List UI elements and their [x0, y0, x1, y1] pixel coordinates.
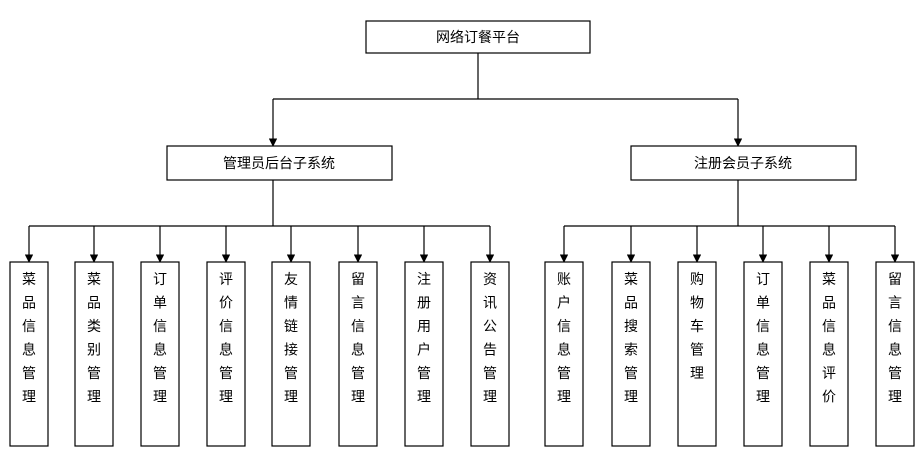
- root-label: 网络订餐平台: [436, 30, 520, 46]
- module-node: 菜品类别管理: [74, 261, 114, 447]
- module-box: [677, 261, 717, 447]
- module-box: [611, 261, 651, 447]
- module-box: [875, 261, 915, 447]
- module-node: 友情链接管理: [271, 261, 311, 447]
- module-node: 订单信息管理: [140, 261, 180, 447]
- module-box: [470, 261, 510, 447]
- connectors: [24, 53, 900, 263]
- module-box: [9, 261, 49, 447]
- module-node: 资讯公告管理: [470, 261, 510, 447]
- module-node: 订单信息管理: [743, 261, 783, 447]
- module-node: 注册用户管理: [404, 261, 444, 447]
- module-label: 资讯公告管理: [483, 272, 497, 406]
- module-box: [140, 261, 180, 447]
- module-box: [74, 261, 114, 447]
- module-label: 菜品信息评价: [822, 272, 836, 406]
- root-node: 网络订餐平台: [365, 20, 591, 54]
- module-label: 账户信息管理: [557, 272, 571, 406]
- modules: 菜品信息管理 菜品类别管理 订单信息管理 评价信息管理 友情链接管理 留言信息管理 注册用户…: [9, 261, 915, 447]
- module-box: [271, 261, 311, 447]
- module-label: 菜品信息管理: [22, 272, 36, 406]
- module-label: 菜品类别管理: [87, 272, 101, 406]
- module-node: 留言信息管理: [875, 261, 915, 447]
- module-node: 菜品信息管理: [9, 261, 49, 447]
- module-label: 留言信息管理: [351, 272, 365, 406]
- module-label: 友情链接管理: [284, 272, 298, 406]
- module-label: 菜品搜索管理: [624, 272, 638, 406]
- module-node: 购物车管理: [677, 261, 717, 447]
- subsystem-member: 注册会员子系统: [630, 145, 857, 181]
- module-label: 订单信息管理: [756, 272, 770, 406]
- module-box: [206, 261, 246, 447]
- module-node: 账户信息管理: [544, 261, 584, 447]
- module-node: 留言信息管理: [338, 261, 378, 447]
- module-label: 购物车管理: [690, 272, 704, 382]
- module-box: [404, 261, 444, 447]
- module-label: 订单信息管理: [153, 272, 167, 406]
- module-node: 菜品信息评价: [809, 261, 849, 447]
- module-label: 注册用户管理: [417, 272, 431, 406]
- subsystem-admin: 管理员后台子系统: [166, 145, 393, 181]
- module-box: [809, 261, 849, 447]
- module-node: 菜品搜索管理: [611, 261, 651, 447]
- module-box: [338, 261, 378, 447]
- module-box: [544, 261, 584, 447]
- module-node: 评价信息管理: [206, 261, 246, 447]
- module-label: 留言信息管理: [888, 272, 902, 406]
- subsystem-admin-label: 管理员后台子系统: [223, 156, 335, 172]
- subsystem-member-label: 注册会员子系统: [694, 156, 792, 172]
- module-box: [743, 261, 783, 447]
- module-label: 评价信息管理: [219, 272, 233, 406]
